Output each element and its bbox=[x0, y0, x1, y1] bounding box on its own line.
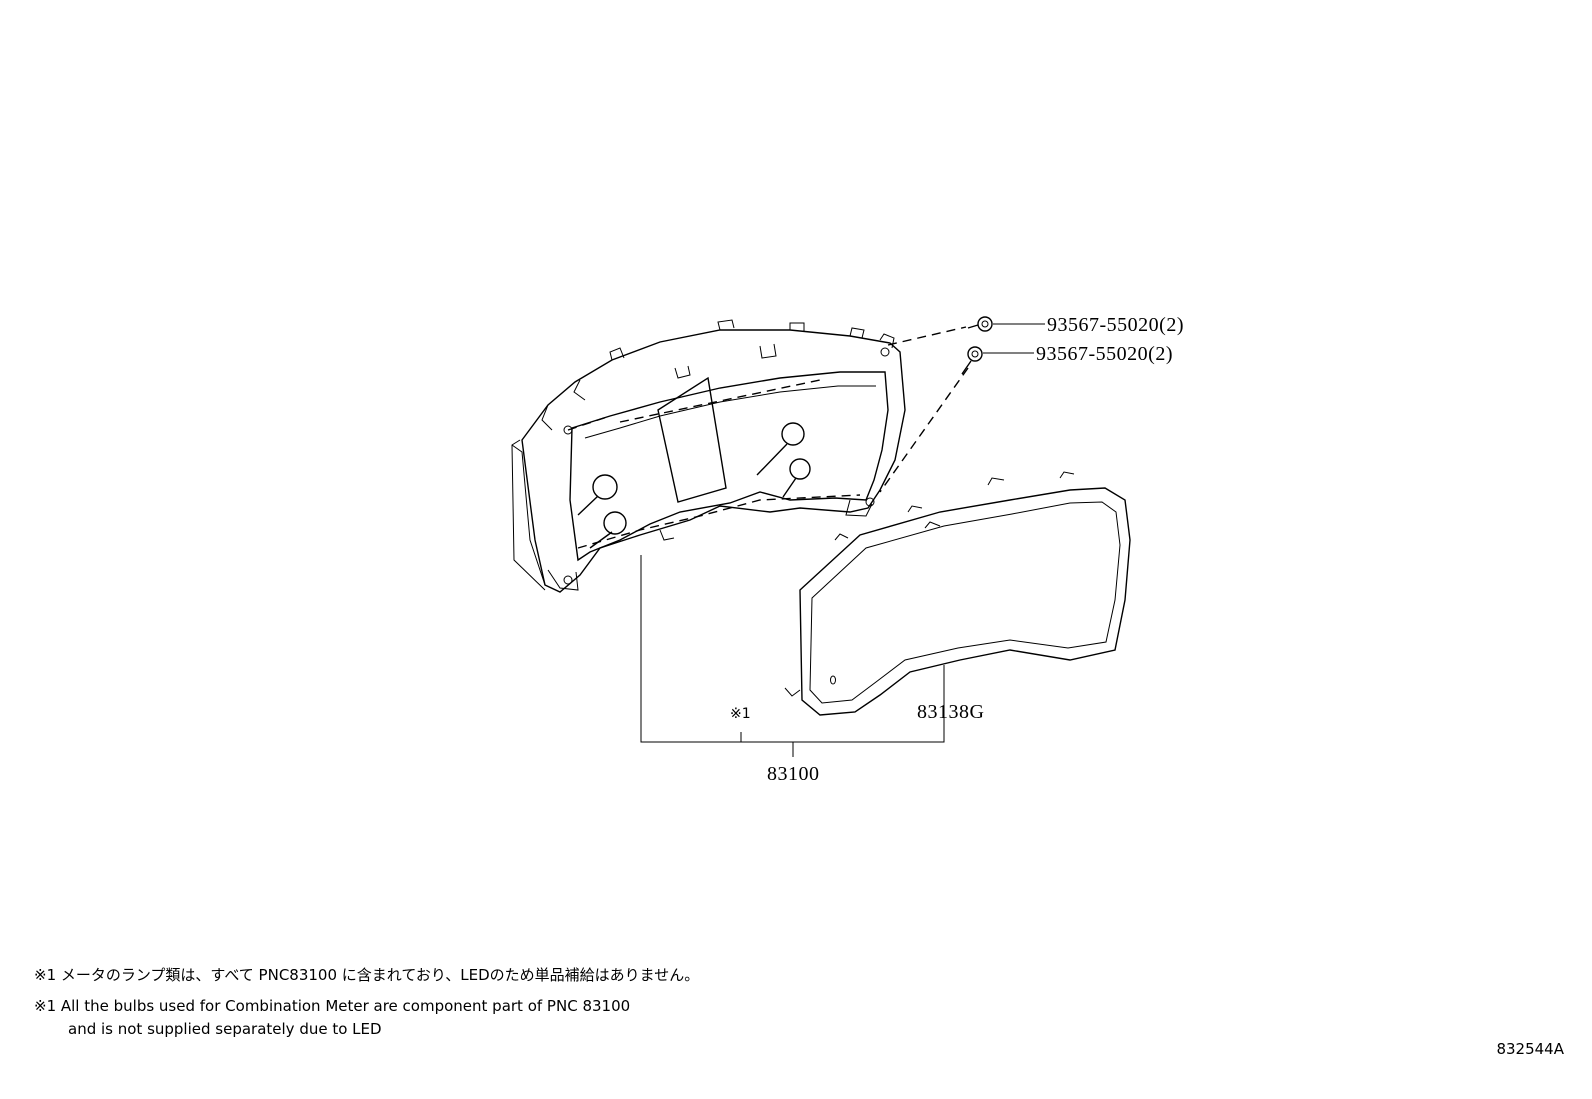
meter-assy-part-number: 83100 bbox=[767, 763, 820, 785]
note-japanese: ※1 メータのランプ類は、すべて PNC83100 に含まれており、LEDのため… bbox=[34, 966, 700, 984]
note-english-line1: ※1 All the bulbs used for Combination Me… bbox=[34, 997, 631, 1015]
glass-part-number: 83138G bbox=[917, 701, 984, 723]
ref-mark-label: ※1 bbox=[730, 706, 751, 722]
note-english-line2: and is not supplied separately due to LE… bbox=[68, 1020, 382, 1038]
screw-upper-icon bbox=[967, 316, 993, 332]
combination-meter-housing bbox=[511, 319, 906, 593]
meter-glass bbox=[784, 471, 1131, 716]
screw-upper-part-number: 93567-55020(2) bbox=[1047, 314, 1184, 336]
diagram-code: 832544A bbox=[1496, 1040, 1564, 1058]
screw-lower-icon bbox=[961, 346, 983, 375]
screw-lower-part-number: 93567-55020(2) bbox=[1036, 343, 1173, 365]
